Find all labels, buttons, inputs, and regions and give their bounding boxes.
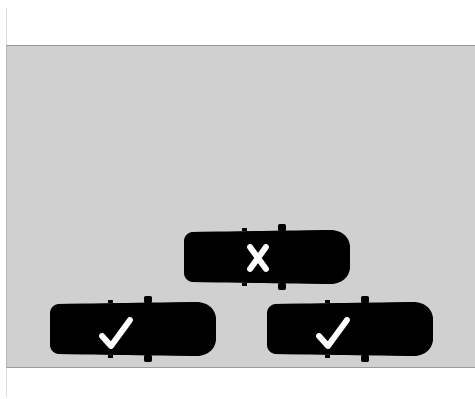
incorrect-car bbox=[184, 224, 350, 290]
correct-car-right bbox=[267, 296, 433, 362]
correct-car-left bbox=[50, 296, 216, 362]
